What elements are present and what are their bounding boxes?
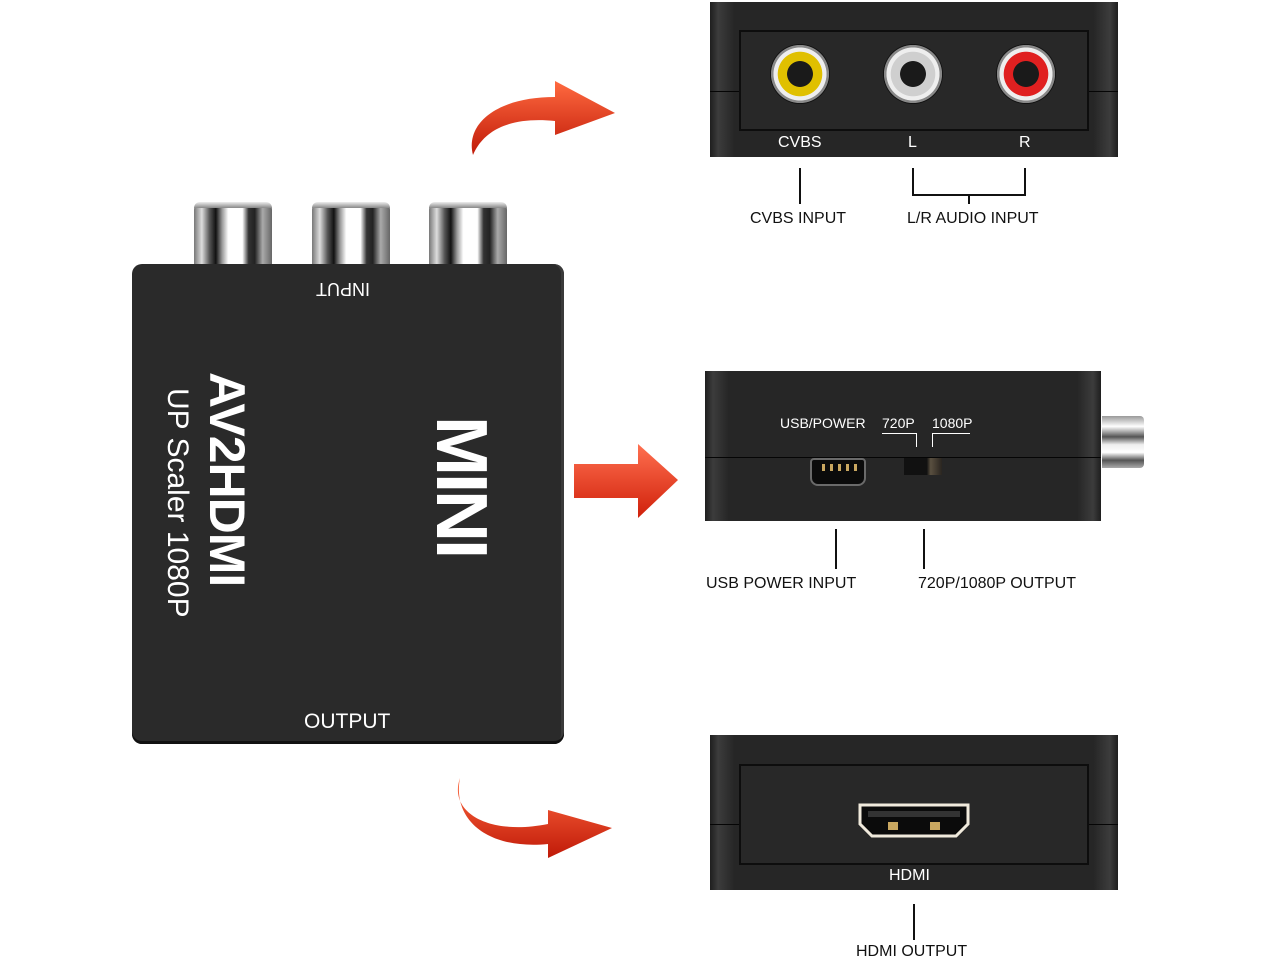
rca-plug-1 — [194, 202, 272, 266]
audio-bracket-right — [1024, 168, 1026, 196]
rca-plug-2 — [312, 202, 390, 266]
device-brand: AV2HDMI — [199, 372, 255, 587]
straight-arrow-icon — [574, 444, 678, 518]
cvbs-jack — [770, 44, 830, 104]
switch-720p-tick — [882, 433, 916, 434]
cvbs-port-label: CVBS — [778, 134, 822, 151]
hdmi-callout-line — [913, 904, 915, 940]
audio-left-jack — [883, 44, 943, 104]
switch-callout-line — [923, 529, 925, 569]
switch-720p-label: 720P — [882, 415, 915, 431]
switch-720p-tick-v — [916, 433, 917, 447]
hdmi-port — [858, 803, 970, 838]
audio-input-callout: L/R AUDIO INPUT — [907, 210, 1039, 227]
usb-power-label: USB/POWER — [780, 415, 866, 431]
resolution-output-callout: 720P/1080P OUTPUT — [918, 575, 1077, 592]
audio-right-jack — [996, 44, 1056, 104]
cvbs-input-callout: CVBS INPUT — [750, 210, 847, 227]
side-rca-plug — [1102, 416, 1144, 468]
resolution-switch[interactable] — [904, 458, 942, 475]
usb-callout-line — [835, 529, 837, 569]
side-panel — [705, 371, 1101, 521]
mini-usb-port — [810, 458, 866, 486]
switch-1080p-tick — [932, 433, 970, 434]
device-input-label: INPUT — [316, 279, 370, 299]
switch-1080p-tick-v — [932, 433, 933, 447]
device-output-label: OUTPUT — [304, 710, 391, 733]
rca-plug-3 — [429, 202, 507, 266]
curved-arrow-up-icon — [471, 81, 615, 155]
usb-power-input-callout: USB POWER INPUT — [706, 575, 857, 592]
right-port-label: R — [1019, 134, 1031, 151]
curved-arrow-down-icon — [457, 778, 612, 858]
cvbs-callout-line — [799, 168, 801, 204]
hdmi-port-label: HDMI — [889, 867, 930, 884]
hdmi-output-callout: HDMI OUTPUT — [856, 943, 968, 960]
output-panel-inset — [739, 764, 1089, 865]
audio-bracket-left — [912, 168, 914, 196]
device-mini-label: MINI — [421, 416, 501, 556]
device-subtitle: UP Scaler 1080P — [161, 388, 194, 618]
converter-device — [132, 264, 564, 744]
switch-1080p-label: 1080P — [932, 415, 973, 431]
audio-bracket-stem — [968, 194, 970, 204]
left-port-label: L — [908, 134, 917, 151]
